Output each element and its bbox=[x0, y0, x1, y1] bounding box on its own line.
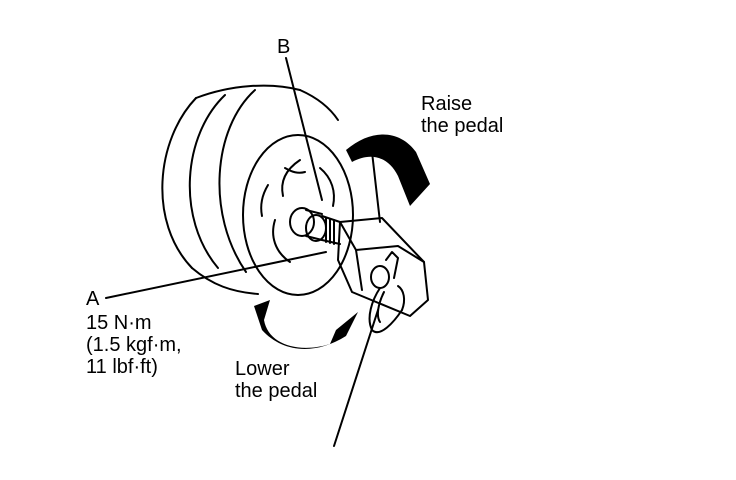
raise-line-1: Raise bbox=[421, 93, 473, 115]
booster-outer-shells bbox=[161, 84, 339, 295]
callout-a-text: A bbox=[86, 288, 100, 310]
raise-line-2: the pedal bbox=[421, 115, 504, 137]
torque-spec: 15 N·m (1.5 kgf·m, 11 lbf·ft) bbox=[86, 312, 182, 378]
lower-line-2: the pedal bbox=[235, 380, 318, 402]
callout-b-text: B bbox=[277, 36, 291, 58]
callout-b: B bbox=[277, 36, 290, 58]
lower-line-1: Lower bbox=[235, 358, 290, 380]
torque-line-1: 15 N·m bbox=[86, 312, 152, 334]
callout-a: A bbox=[86, 288, 99, 310]
raise-instruction: Raise the pedal bbox=[421, 93, 503, 137]
lower-arrow-icon bbox=[254, 300, 358, 349]
leader-line-b bbox=[285, 57, 323, 201]
booster-front-face bbox=[242, 134, 354, 296]
torque-line-3: 11 lbf·ft) bbox=[86, 356, 158, 378]
brake-pedal-arm bbox=[333, 151, 381, 447]
lower-instruction: Lower the pedal bbox=[235, 358, 317, 402]
clevis-clip bbox=[368, 285, 406, 333]
push-rod-assembly bbox=[289, 207, 341, 245]
leader-line-a bbox=[105, 251, 327, 299]
raise-arrow-icon bbox=[346, 134, 430, 206]
torque-line-2: (1.5 kgf·m, bbox=[86, 334, 182, 356]
